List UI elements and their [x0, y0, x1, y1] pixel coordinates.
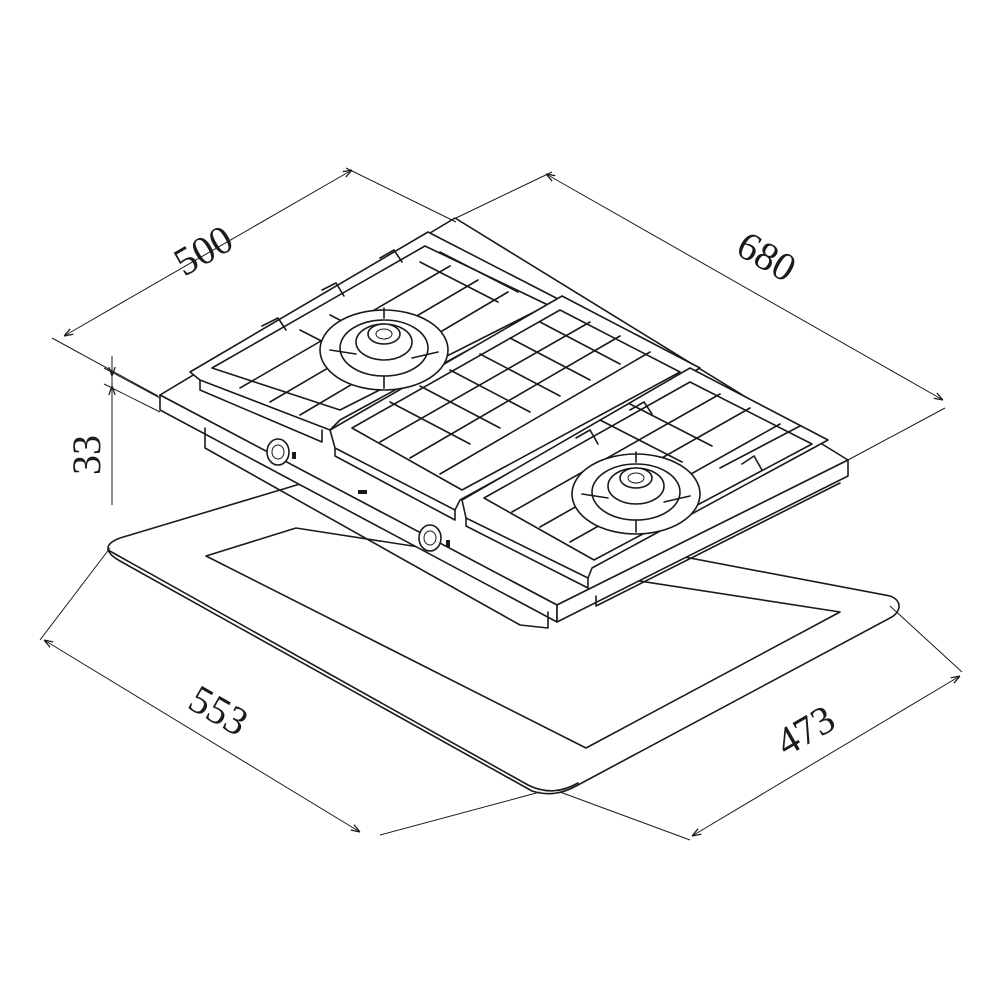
burner-right: [571, 451, 701, 535]
dimension-height: 33: [64, 356, 161, 505]
dimension-cutout-depth: 473: [559, 605, 963, 841]
control-knob-right[interactable]: [418, 524, 450, 552]
dimension-label-553: 553: [182, 676, 256, 745]
dimension-label-500: 500: [166, 216, 240, 285]
dimension-label-33: 33: [64, 435, 109, 475]
dimension-label-680: 680: [730, 222, 804, 291]
dimension-cutout-width: 553: [39, 547, 541, 836]
control-knob-left[interactable]: [266, 438, 296, 466]
brand-logo: [358, 490, 367, 494]
dimension-label-473: 473: [768, 696, 842, 765]
